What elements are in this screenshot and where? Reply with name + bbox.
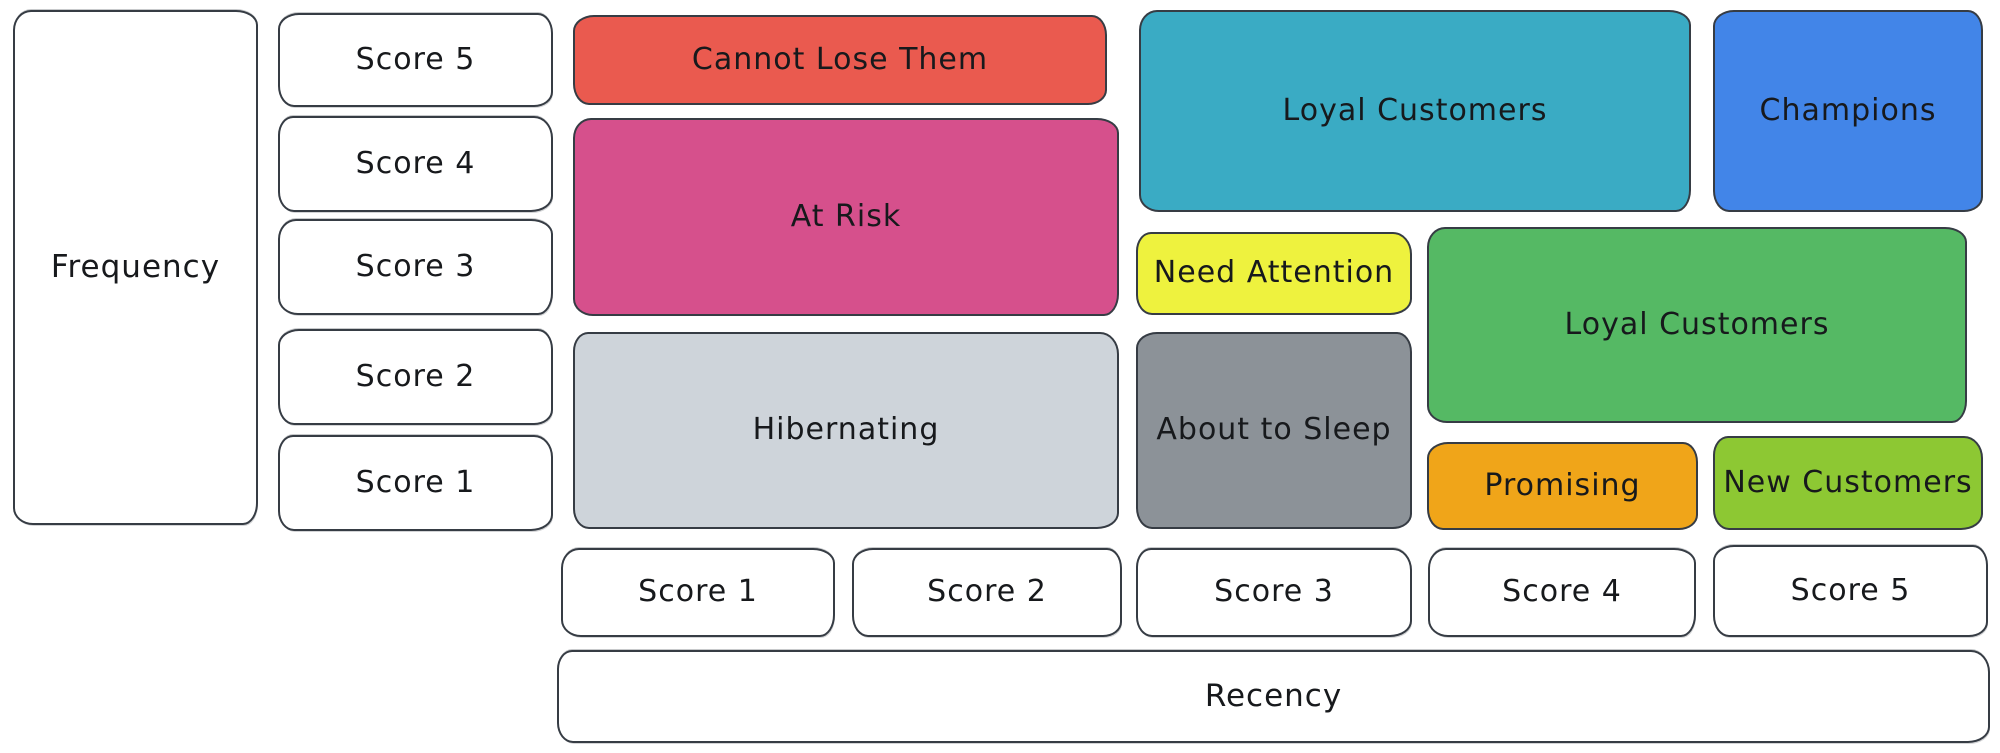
recency-score-4-box: Score 4 (1428, 548, 1696, 637)
recency-score-5-box: Score 5 (1713, 545, 1988, 637)
segment-loyal-customers-right: Loyal Customers (1427, 227, 1967, 423)
recency-score-2-box: Score 2 (852, 548, 1122, 637)
frequency-score-2-box: Score 2 (278, 329, 553, 425)
recency-score-1-box: Score 1 (561, 548, 835, 637)
segment-loyal-customers-top: Loyal Customers (1139, 10, 1691, 212)
segment-champions: Champions (1713, 10, 1983, 212)
segment-promising: Promising (1427, 442, 1698, 530)
segment-about-to-sleep: About to Sleep (1136, 332, 1412, 529)
frequency-score-5-box: Score 5 (278, 13, 553, 107)
frequency-score-3-box: Score 3 (278, 219, 553, 315)
frequency-score-4-box: Score 4 (278, 116, 553, 212)
frequency-score-1-box: Score 1 (278, 435, 553, 531)
segment-at-risk: At Risk (573, 118, 1119, 316)
segment-new-customers: New Customers (1713, 436, 1983, 530)
segment-cannot-lose-them: Cannot Lose Them (573, 15, 1107, 105)
recency-score-3-box: Score 3 (1136, 548, 1412, 637)
recency-axis-label: Recency (557, 650, 1990, 743)
segment-need-attention: Need Attention (1136, 232, 1412, 315)
segment-hibernating: Hibernating (573, 332, 1119, 529)
frequency-axis-label: Frequency (13, 10, 258, 525)
